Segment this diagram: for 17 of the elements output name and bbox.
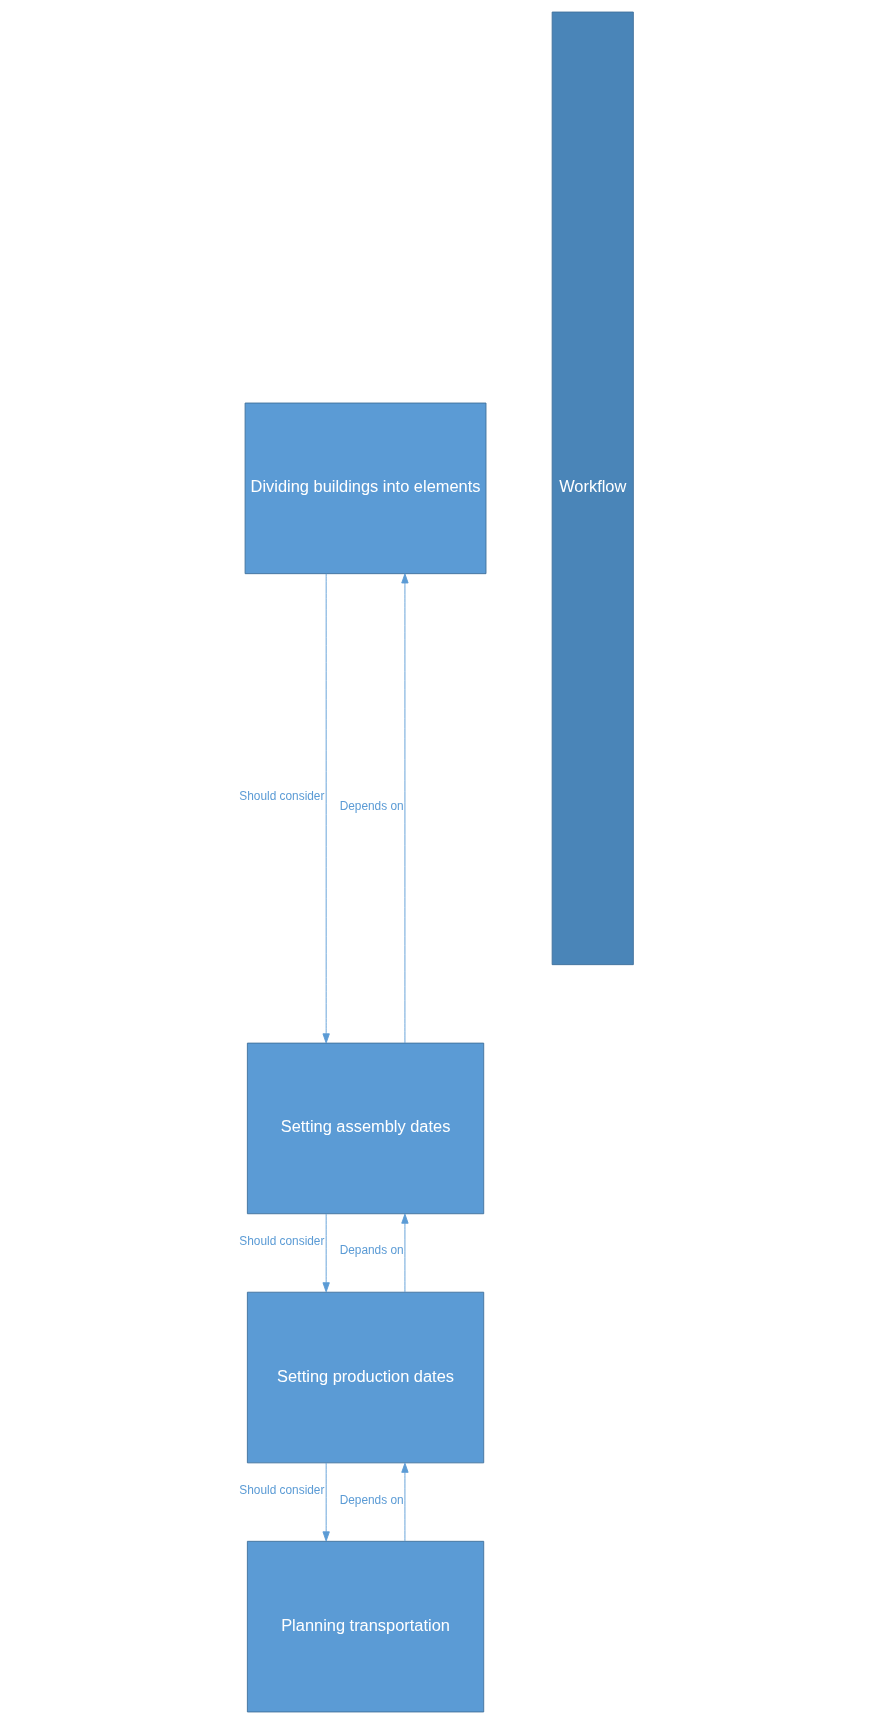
arrow: [322, 1213, 330, 1293]
arrow: [322, 1462, 330, 1542]
node-box: Dividing buildings into elements: [244, 402, 486, 575]
arrow: [322, 573, 330, 1044]
node-box: Setting assembly dates: [246, 1042, 484, 1215]
edge-label: Depends on: [339, 1492, 404, 1507]
edge-label: Depends on: [339, 798, 404, 813]
edge-label: Should consider: [238, 789, 324, 804]
arrow: [400, 1462, 409, 1542]
edge-label: Should consider: [238, 1483, 324, 1498]
edge-label: Should consider: [238, 1233, 324, 1248]
edge-label: Depands on: [339, 1243, 404, 1258]
node-box: Planning transportation: [246, 1540, 484, 1713]
node-box: Workflow: [551, 11, 634, 966]
node-box: Setting production dates: [246, 1291, 484, 1464]
arrow: [400, 1213, 409, 1293]
arrow: [400, 573, 409, 1044]
